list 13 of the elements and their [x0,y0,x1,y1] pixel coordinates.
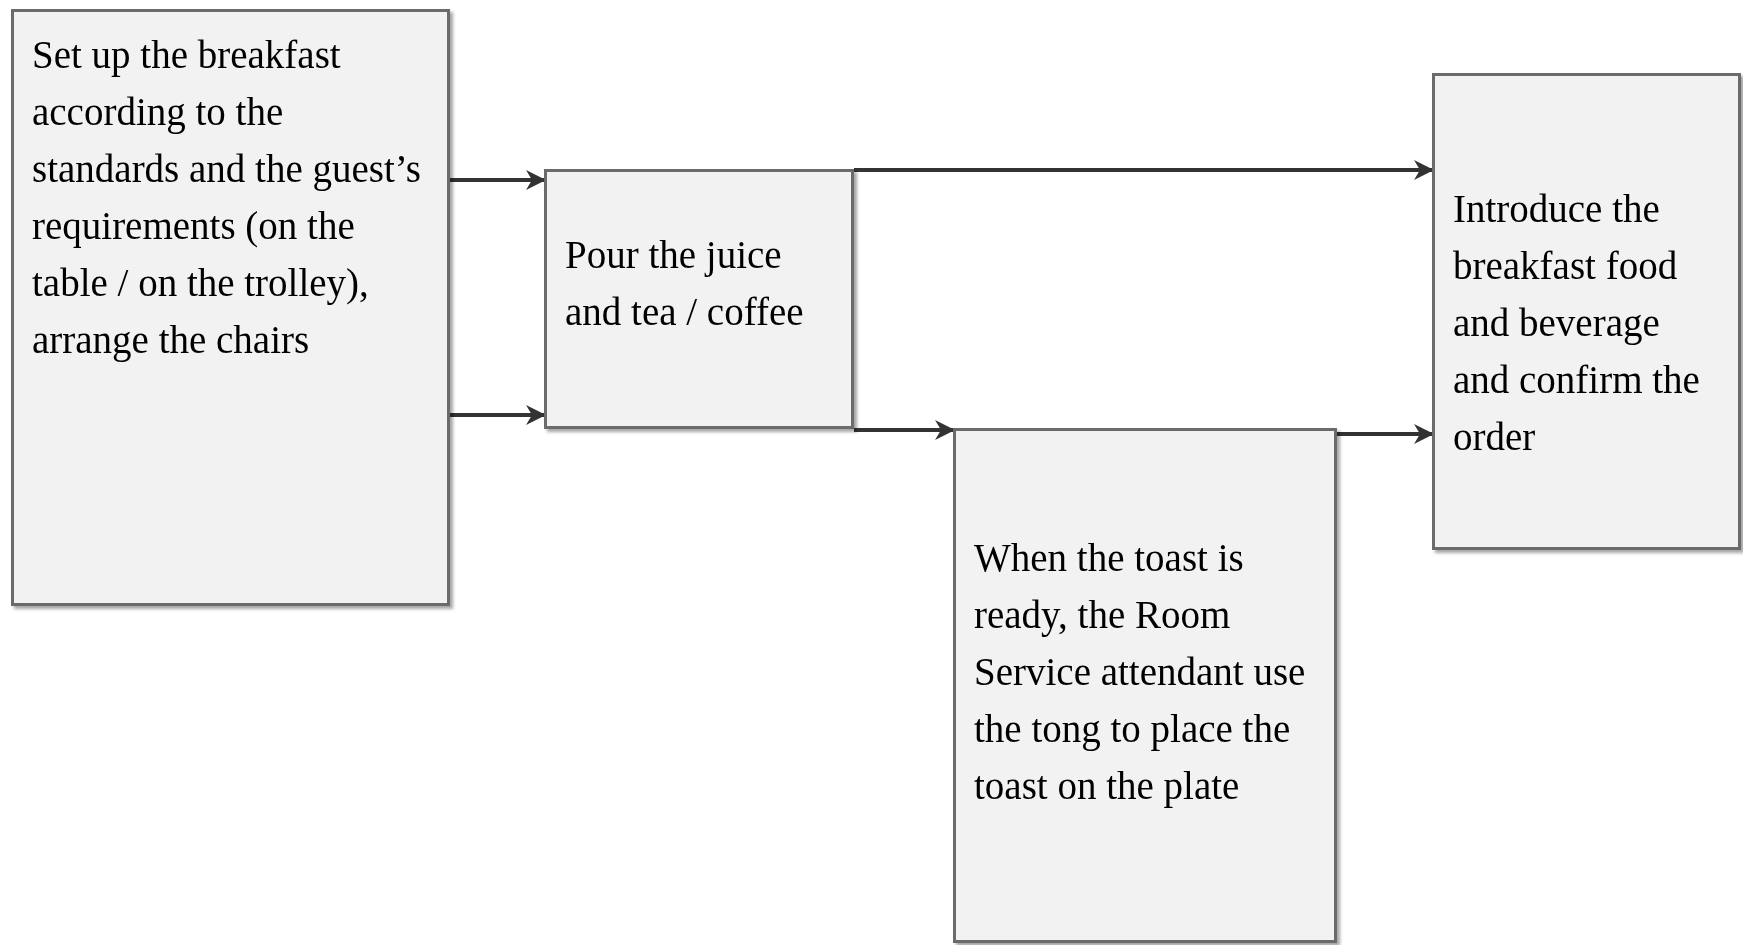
arrow [450,170,546,190]
step-text: Set up the breakfast according to the standards and the guest’s requirements (on the table / on the trolley), arrange the chairs [32,32,422,364]
arrow [854,420,955,440]
process-box [1432,73,1741,550]
step-text: Pour the juice and tea / coffee [565,232,805,335]
step-text: Introduce the breakfast food and beverage and confirm the order [1453,186,1701,460]
arrow [1337,424,1434,444]
step-text: When the toast is ready, the Room Service attendant use the tong to place the toast on the plate [974,535,1307,810]
process-box [953,428,1337,943]
arrow [854,160,1434,180]
arrow [450,405,546,425]
process-box [544,169,854,429]
process-box [11,9,450,606]
